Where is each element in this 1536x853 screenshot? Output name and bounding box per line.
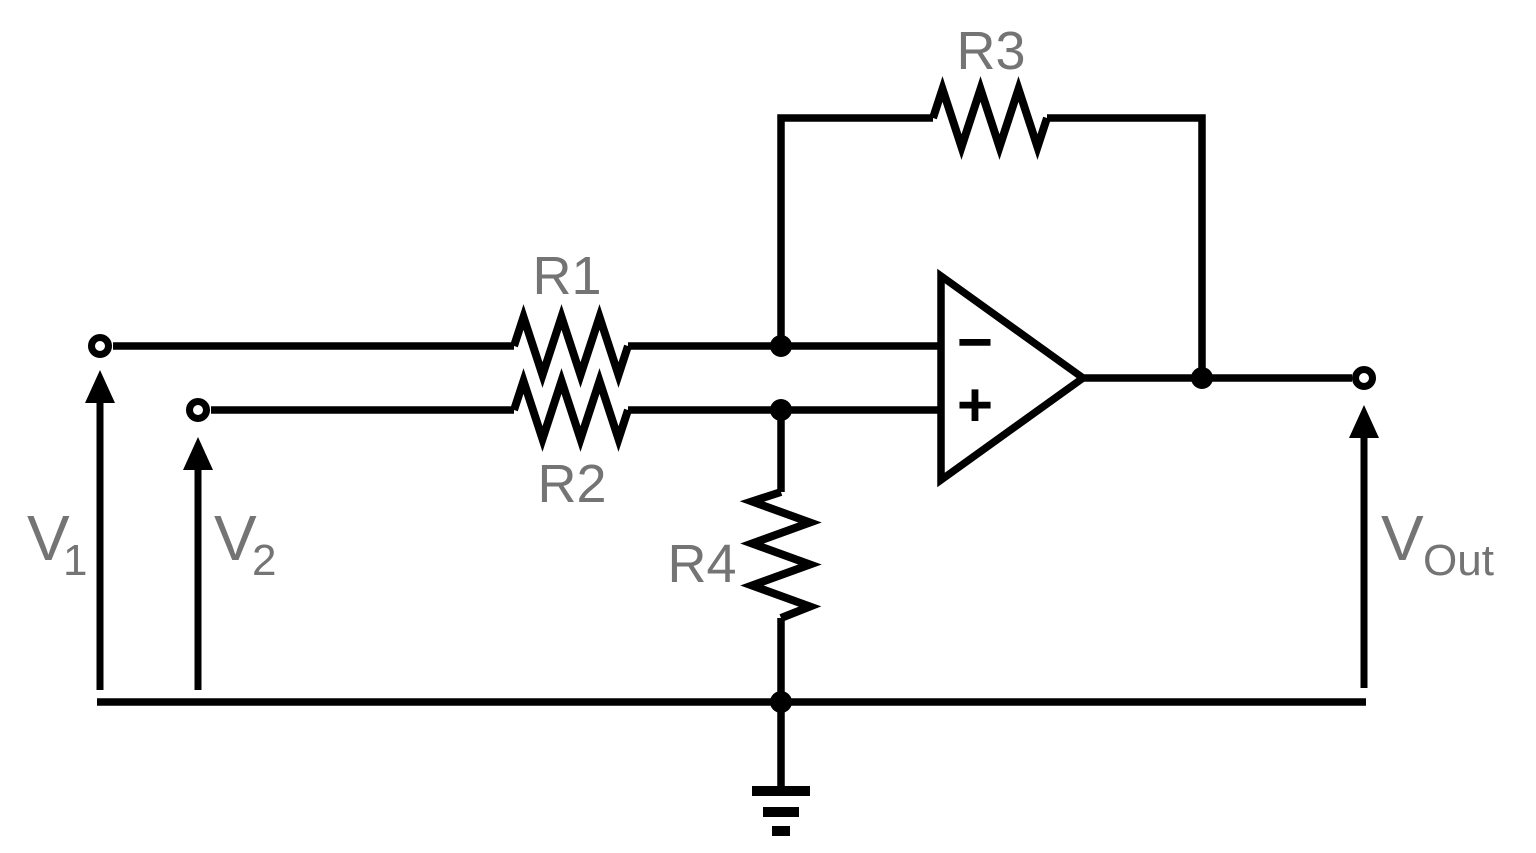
- v1-arrow: [85, 370, 115, 690]
- opamp-inverting-sign: −: [957, 308, 993, 377]
- vout-label-main: V: [1381, 502, 1424, 574]
- v1-label-main: V: [27, 502, 70, 574]
- v1-label-sub: 1: [63, 536, 87, 585]
- junction-output-node: [1191, 367, 1213, 389]
- junction-noninverting-node: [770, 399, 792, 421]
- resistor-r1: [510, 304, 632, 388]
- vout-arrow: [1349, 405, 1379, 688]
- v2-label-sub: 2: [252, 536, 276, 585]
- v2-label: V 2: [214, 502, 276, 585]
- junction-feedback-node: [770, 335, 792, 357]
- terminal-vout: [1352, 366, 1376, 390]
- resistor-r3: [929, 76, 1051, 160]
- v2-arrow-head: [183, 437, 213, 470]
- junction-ground-node: [770, 691, 792, 713]
- resistor-r4: [739, 488, 822, 622]
- opamp-noninverting-sign: +: [957, 371, 993, 440]
- resistor-r1-label: R1: [532, 246, 601, 306]
- ground-symbol: [752, 786, 810, 836]
- v2-arrow: [183, 437, 213, 690]
- wire-feedback-left: [777, 114, 933, 346]
- vout-label-sub: Out: [1423, 536, 1494, 585]
- v1-label: V 1: [27, 502, 87, 585]
- resistor-r2-label: R2: [537, 454, 606, 514]
- terminal-v1: [88, 334, 112, 358]
- resistor-r3-label: R3: [956, 21, 1025, 81]
- vout-label: V Out: [1381, 502, 1494, 585]
- resistor-r2: [510, 368, 632, 452]
- opamp-body: [937, 268, 1090, 488]
- v2-label-main: V: [214, 502, 257, 574]
- terminal-v2: [186, 398, 210, 422]
- wire-feedback-right: [1047, 114, 1206, 378]
- v1-arrow-head: [85, 370, 115, 403]
- resistor-r4-label: R4: [667, 534, 736, 594]
- vout-arrow-head: [1349, 405, 1379, 438]
